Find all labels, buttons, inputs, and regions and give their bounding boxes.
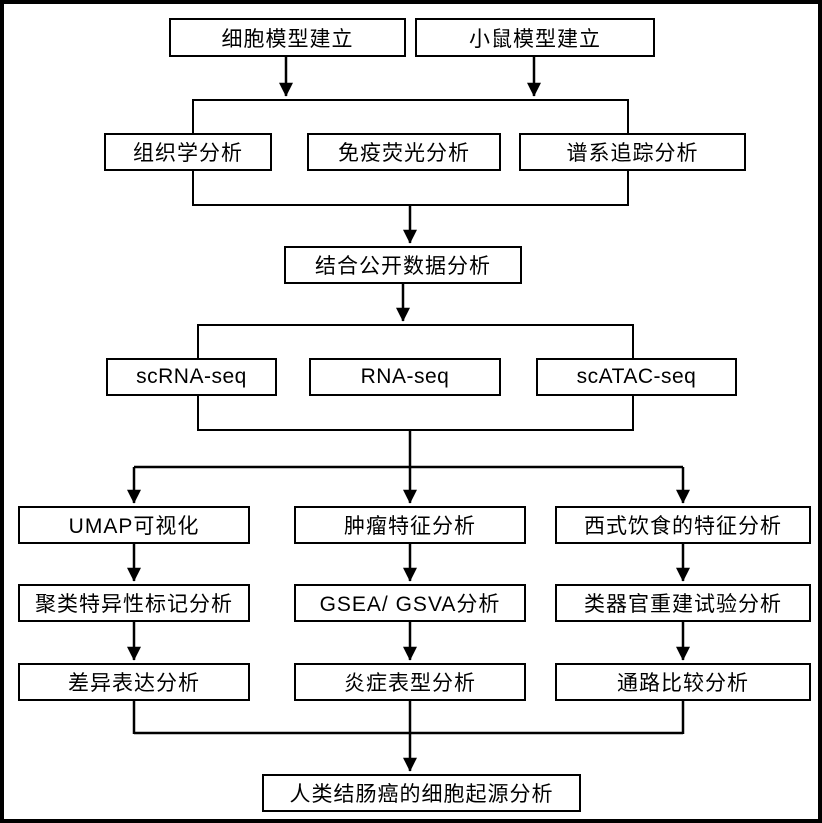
node-immunofluorescence-analysis: 免疫荧光分析 [307,133,501,171]
node-differential-expression-analysis: 差异表达分析 [18,663,250,701]
node-rna-seq: RNA-seq [309,358,501,396]
node-umap-visualization: UMAP可视化 [18,506,250,544]
node-tumor-feature-analysis: 肿瘤特征分析 [294,506,526,544]
node-human-colon-cancer-cell-origin-analysis: 人类结肠癌的细胞起源分析 [262,774,581,812]
node-public-data-analysis: 结合公开数据分析 [284,246,522,284]
node-cluster-specific-marker-analysis: 聚类特异性标记分析 [18,584,250,622]
node-gsea-gsva-analysis: GSEA/ GSVA分析 [294,584,526,622]
node-organoid-reconstruction-analysis: 类器官重建试验分析 [555,584,811,622]
node-histology-analysis: 组织学分析 [104,133,272,171]
node-mouse-model: 小鼠模型建立 [415,18,655,57]
node-cell-model: 细胞模型建立 [169,18,406,57]
node-scrna-seq: scRNA-seq [106,358,277,396]
node-western-diet-feature-analysis: 西式饮食的特征分析 [555,506,811,544]
node-inflammation-phenotype-analysis: 炎症表型分析 [294,663,526,701]
connector-arrows [127,57,690,772]
node-pathway-comparison-analysis: 通路比较分析 [555,663,811,701]
node-lineage-tracing-analysis: 谱系追踪分析 [519,133,746,171]
node-scatac-seq: scATAC-seq [536,358,737,396]
